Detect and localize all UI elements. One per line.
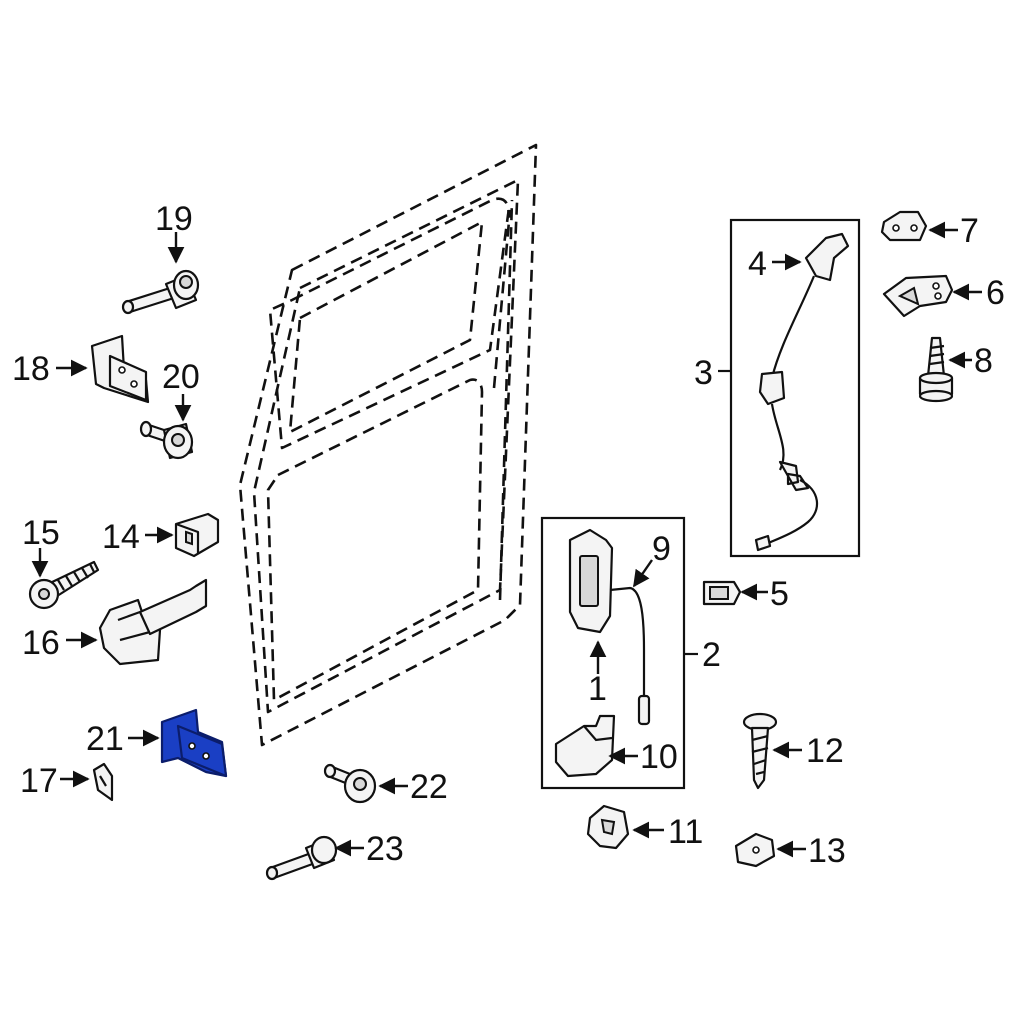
callout-14: 14: [102, 518, 140, 556]
callout-20: 20: [162, 358, 200, 396]
part-1-handle: [568, 528, 614, 634]
callout-2: 2: [702, 636, 721, 674]
part-10-latch: [554, 714, 616, 778]
part-4-cable: [754, 232, 850, 552]
part-6-bracket: [882, 274, 954, 318]
callout-23: 23: [366, 830, 404, 868]
callout-11: 11: [668, 813, 703, 851]
callout-21: 21: [86, 720, 124, 758]
part-17-clip: [92, 762, 114, 802]
part-5-clip: [702, 580, 742, 606]
callout-6: 6: [986, 274, 1005, 312]
callout-10: 10: [640, 738, 678, 776]
callout-17: 17: [20, 762, 58, 800]
group-box-3: [729, 218, 861, 558]
callout-16: 16: [22, 624, 60, 662]
callout-15: 15: [22, 514, 60, 552]
callout-13: 13: [808, 832, 846, 870]
door-outline: [238, 143, 538, 747]
callout-3: 3: [694, 354, 713, 392]
part-23-bolt: [265, 835, 338, 881]
callout-22: 22: [410, 768, 448, 806]
callout-18: 18: [12, 350, 50, 388]
part-16-check-link: [98, 578, 208, 666]
part-19-bolt: [121, 269, 200, 315]
callout-19: 19: [155, 200, 193, 238]
callout-12: 12: [806, 732, 844, 770]
callout-9: 9: [652, 530, 671, 568]
callout-4: 4: [748, 245, 767, 283]
part-15-screw: [28, 560, 100, 610]
callout-7: 7: [960, 212, 979, 250]
part-21-hinge-bracket: [160, 708, 228, 778]
part-12-screw: [742, 712, 778, 790]
part-14-clip: [174, 512, 220, 558]
part-18-bracket: [90, 334, 150, 404]
part-22-bolt: [323, 763, 377, 804]
callout-5: 5: [770, 575, 789, 613]
part-8-stud: [918, 336, 954, 403]
part-13-shim: [734, 832, 776, 868]
callout-8: 8: [974, 342, 993, 380]
part-11-striker: [586, 804, 630, 850]
part-9-rod: [609, 586, 651, 726]
part-7-plate: [880, 210, 928, 242]
callout-1: 1: [588, 670, 607, 708]
part-20-bolt: [139, 420, 194, 460]
